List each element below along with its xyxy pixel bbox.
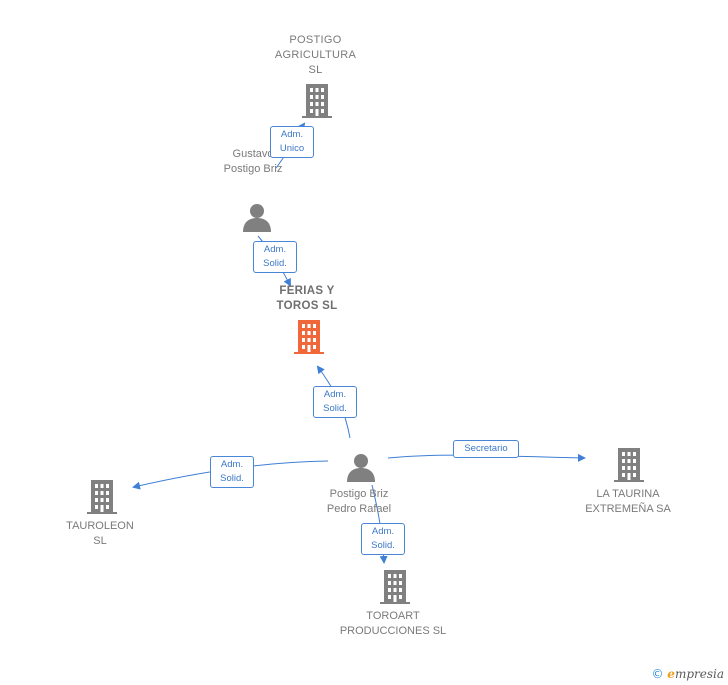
building-icon[interactable]	[614, 448, 644, 482]
edge-badge-adm-unico[interactable]: Adm. Unico	[270, 126, 314, 158]
node-label-pedro: Postigo Briz Pedro Rafael	[326, 488, 392, 515]
node-label-ferias-y-toros: FERIAS Y TOROS SL	[276, 285, 338, 312]
brand-watermark: © empresia	[651, 667, 724, 681]
node-label-toroart: TOROART PRODUCCIONES SL	[339, 610, 447, 637]
node-label-gustavo: Gustavo Postigo Briz	[223, 148, 283, 175]
edge-badge-adm-solid[interactable]: Adm. Solid.	[253, 241, 297, 273]
brand-initial: e	[667, 667, 675, 681]
person-icon[interactable]	[347, 452, 375, 482]
node-label-postigo-agricultura: POSTIGO AGRICULTURA SL	[274, 34, 357, 76]
node-label-tauroleon: TAUROLEON SL	[66, 520, 134, 547]
person-icon[interactable]	[243, 202, 271, 232]
building-icon[interactable]	[302, 84, 332, 118]
edge-badge-secretario[interactable]: Secretario	[453, 440, 519, 458]
brand-name: mpresia	[674, 667, 724, 681]
building-icon[interactable]	[380, 570, 410, 604]
edge-badge-adm-solid[interactable]: Adm. Solid.	[210, 456, 254, 488]
edge-badge-adm-solid[interactable]: Adm. Solid.	[313, 386, 357, 418]
building-icon[interactable]	[87, 480, 117, 514]
copyright-symbol: ©	[651, 667, 664, 681]
node-label-la-taurina: LA TAURINA EXTREMEÑA SA	[585, 488, 671, 515]
building-icon[interactable]	[294, 320, 324, 354]
edge-badge-adm-solid[interactable]: Adm. Solid.	[361, 523, 405, 555]
